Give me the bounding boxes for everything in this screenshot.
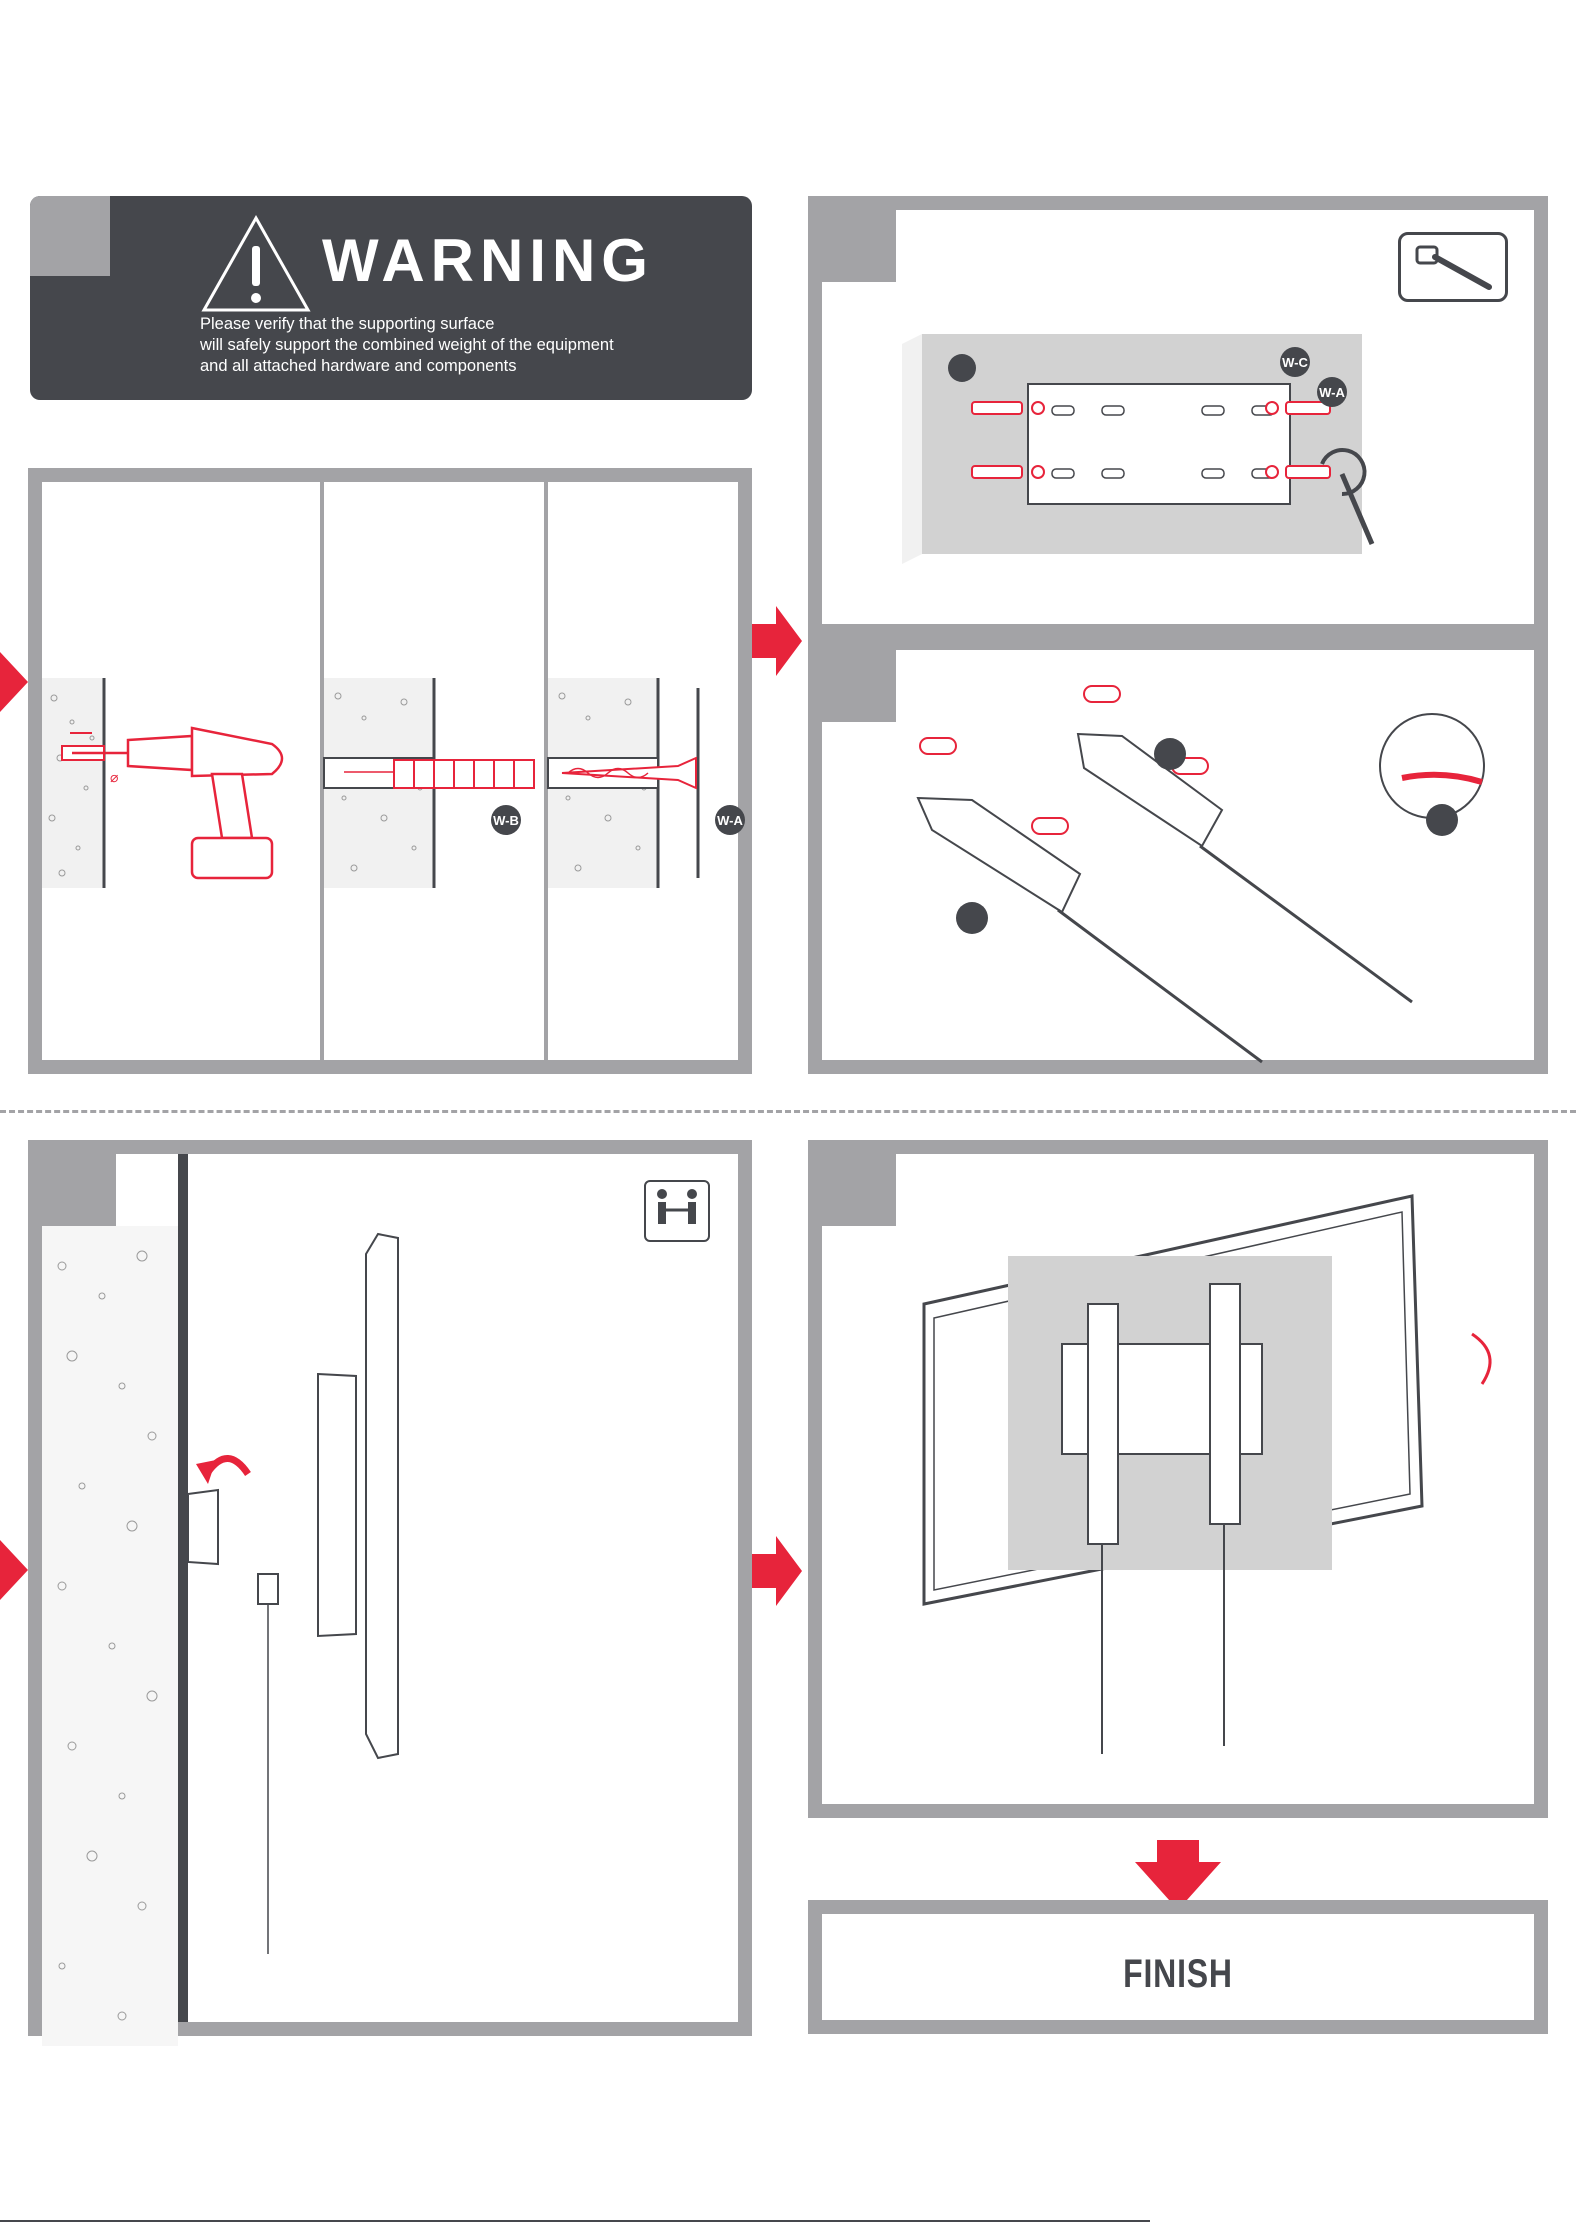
finish-label: FINISH	[893, 1952, 1463, 1997]
label-wb: W-B	[493, 813, 519, 828]
bracket-arms-panel	[808, 636, 1548, 1074]
two-person-lift-box	[644, 1180, 710, 1242]
drill-steps-panel: ⌀ W-B	[28, 468, 752, 1074]
step-tab	[42, 1154, 116, 1226]
hang-tv-panel	[28, 1140, 752, 2036]
finish-panel: FINISH	[808, 1900, 1548, 2034]
arrow-right-icon	[752, 1536, 804, 1606]
tv-front-illustration	[822, 1154, 1542, 1794]
warning-triangle-icon	[200, 214, 312, 314]
wall-texture	[42, 1226, 178, 2046]
wrench-tool-box	[1398, 232, 1508, 302]
step-tab	[822, 210, 896, 282]
screw-illustration: W-A	[548, 678, 758, 918]
warning-message: Please verify that the supporting surfac…	[200, 314, 614, 377]
wall-plate-illustration: W-C W-A	[902, 314, 1402, 574]
warning-banner: WARNING Please verify that the supportin…	[30, 196, 752, 400]
warning-title: WARNING	[322, 226, 654, 295]
label-wa: W-A	[717, 813, 743, 828]
section-divider	[0, 1110, 1576, 1113]
tv-side-view-illustration	[188, 1234, 488, 1994]
footer-rule	[0, 2220, 1150, 2222]
wall-plug-illustration: W-B	[324, 678, 544, 918]
wall-plate-panel: W-C W-A	[808, 196, 1548, 638]
wall-edge	[178, 1154, 188, 2022]
arrow-right-icon	[752, 606, 804, 676]
arrow-right-icon	[0, 1540, 30, 1600]
tv-front-panel	[808, 1140, 1548, 1818]
arrow-right-icon	[0, 652, 30, 712]
wrench-icon	[1401, 235, 1505, 299]
drill-illustration: ⌀	[42, 678, 312, 918]
diameter-label: ⌀	[110, 769, 118, 785]
label-wa2: W-A	[1319, 385, 1345, 400]
two-person-lift-icon	[646, 1182, 708, 1240]
step-tab	[30, 196, 110, 276]
label-wc: W-C	[1282, 355, 1308, 370]
bracket-arms-illustration	[822, 650, 1532, 1050]
